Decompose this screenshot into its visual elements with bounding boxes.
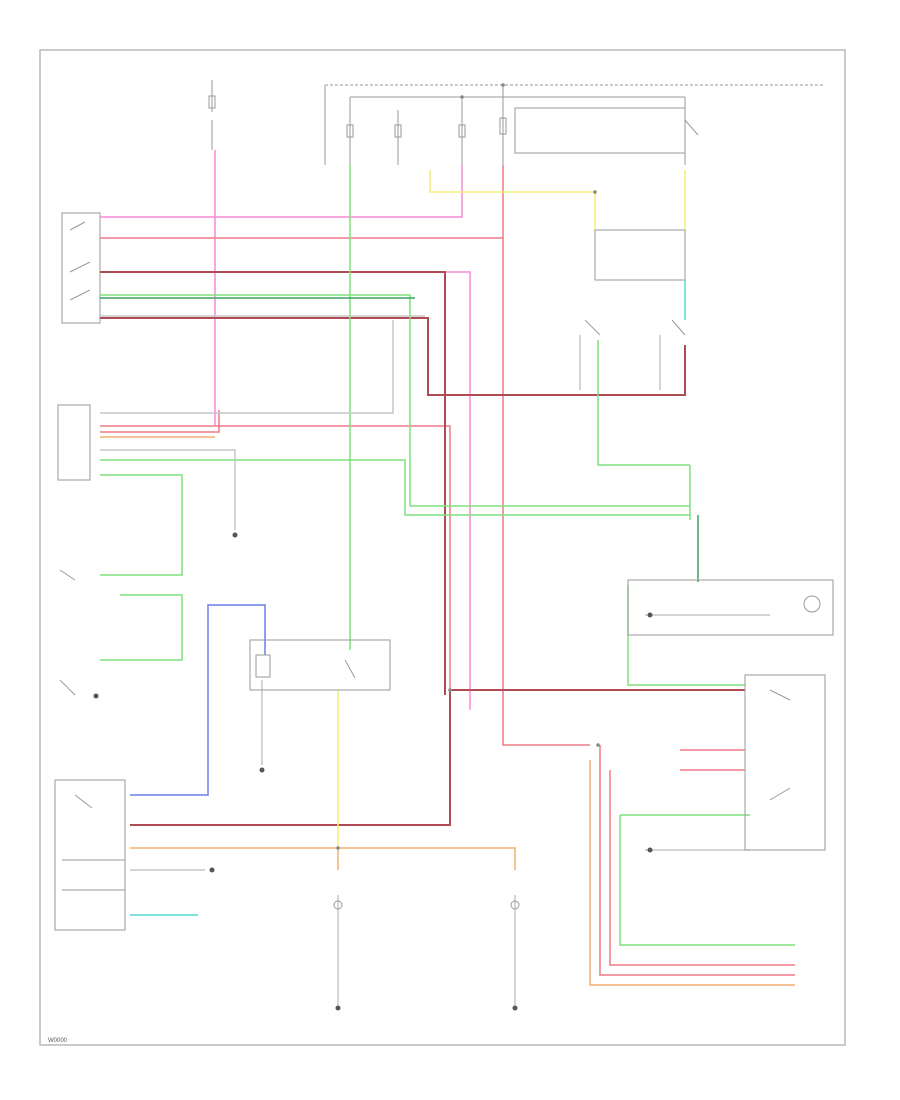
- switch-contact-icon: [74, 794, 93, 809]
- switch-contact-icon: [69, 261, 91, 273]
- ground-symbols: [93, 532, 653, 1011]
- connector-dot-icon: [336, 846, 340, 850]
- relay-box-top: [514, 107, 686, 154]
- switch-contact-icon: [69, 221, 86, 231]
- wire-cyan: [130, 280, 686, 916]
- wire-gray: [100, 315, 770, 1005]
- fuse-icon: [394, 124, 402, 138]
- switch-contact-icon: [69, 289, 91, 301]
- connector-dot-icon: [596, 743, 600, 747]
- relay-block-center: [249, 639, 391, 691]
- relay-block-right: [584, 229, 686, 336]
- relay-coil-icon: [255, 654, 271, 678]
- lamp-bulb-icon: [333, 900, 343, 910]
- ground-symbol-icon: [93, 693, 99, 699]
- switch-contact-icon: [769, 689, 791, 701]
- switch-contact-icon: [684, 119, 699, 136]
- fuse-icon: [499, 117, 507, 135]
- switch-contact-icon: [344, 659, 356, 679]
- diagram-border: [39, 49, 846, 1046]
- ground-symbol-icon: [335, 1005, 341, 1011]
- switch-contact-icon: [769, 787, 791, 801]
- lamps-bottom: [333, 900, 520, 910]
- wire-orange: [100, 436, 795, 986]
- lamp-bulb-icon: [803, 595, 821, 613]
- connector-dot-icon: [460, 95, 464, 99]
- wire-red: [100, 165, 795, 976]
- connector-dot-icon: [593, 190, 597, 194]
- switch-block-right: [744, 674, 826, 851]
- fuse-icon: [458, 124, 466, 138]
- connector-dots: [336, 83, 600, 850]
- left-switch-block-1: [61, 212, 101, 324]
- power-feed-top-bus: [324, 84, 825, 165]
- switch-contact-icon: [59, 679, 76, 696]
- left-module-block-2: [57, 404, 91, 481]
- indicator-block-right: [627, 579, 834, 636]
- switch-contact-icon: [584, 319, 601, 336]
- power-feed-left: [208, 80, 216, 150]
- ground-symbol-icon: [209, 867, 215, 873]
- ground-symbol-icon: [647, 612, 653, 618]
- wire-dark-red: [100, 271, 745, 826]
- ground-symbol-icon: [259, 767, 265, 773]
- ground-symbol-icon: [647, 847, 653, 853]
- reference-code: W0000: [48, 1038, 68, 1044]
- switch-contact-icon: [59, 569, 76, 581]
- switch-contact-icon: [671, 319, 686, 336]
- wire-pink: [100, 150, 471, 710]
- connector-dot-icon: [501, 83, 505, 87]
- wire-blue: [130, 604, 266, 796]
- fuse-icon: [346, 124, 354, 138]
- lamp-bulb-icon: [510, 900, 520, 910]
- wire-green: [100, 165, 795, 946]
- connector-dot-icon: [448, 688, 452, 692]
- wire-dark-green: [100, 297, 699, 582]
- wire-yellow: [337, 170, 686, 850]
- ground-symbol-icon: [232, 532, 238, 538]
- ground-symbol-icon: [512, 1005, 518, 1011]
- left-switch-block-3: [54, 569, 126, 931]
- fuse-icon: [208, 95, 216, 109]
